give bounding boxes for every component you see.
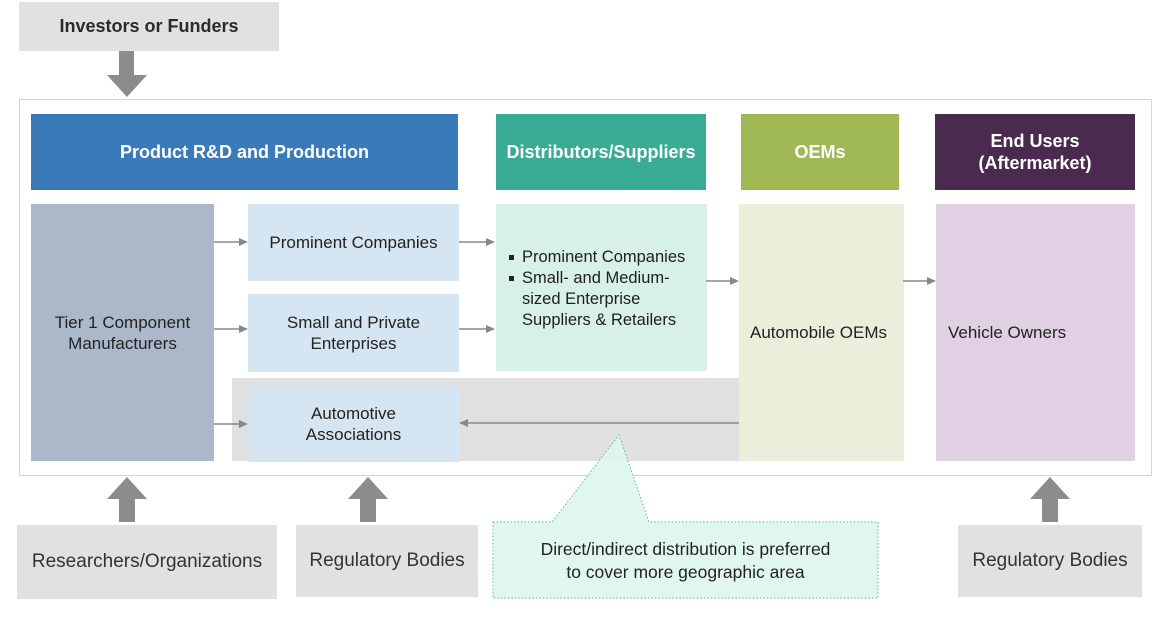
arrow-prominent-to-distributors-icon bbox=[459, 238, 495, 246]
arrow-distributors-to-oems-icon bbox=[706, 277, 739, 285]
associations-line1: Automotive bbox=[310, 403, 397, 423]
distributor-list-item: Small- and Medium-sized Enterprise Suppl… bbox=[508, 268, 699, 331]
associations-line2: Associations bbox=[305, 424, 402, 444]
callout-shape bbox=[492, 433, 879, 599]
header-end-users-line2: (Aftermarket) bbox=[978, 153, 1092, 173]
regulatory-right-label: Regulatory Bodies bbox=[972, 550, 1128, 571]
distributor-list: Prominent Companies Small- and Medium-si… bbox=[508, 247, 699, 331]
callout-line1: Direct/indirect distribution is preferre… bbox=[540, 539, 831, 559]
small-private-line1: Small and Private bbox=[286, 313, 421, 332]
arrow-up-regulatory-left-icon bbox=[348, 477, 388, 522]
header-rd-label: Product R&D and Production bbox=[120, 142, 369, 162]
distributor-list-item: Prominent Companies bbox=[508, 247, 699, 268]
investors-box: Investors or Funders bbox=[19, 2, 279, 51]
arrow-up-researchers-icon bbox=[107, 477, 147, 522]
automobile-oems: Automobile OEMs bbox=[739, 204, 904, 461]
tier1-line1: Tier 1 Component bbox=[54, 312, 191, 332]
arrow-tier1-to-prominent-icon bbox=[214, 238, 248, 246]
tier1-manufacturers: Tier 1 Component Manufacturers bbox=[31, 204, 214, 461]
vehicle-owners-label: Vehicle Owners bbox=[948, 323, 1067, 342]
prominent-companies: Prominent Companies bbox=[248, 204, 459, 281]
header-rd: Product R&D and Production bbox=[31, 114, 458, 190]
prominent-companies-label: Prominent Companies bbox=[269, 233, 438, 252]
header-end-users-line1: End Users bbox=[990, 131, 1080, 151]
vehicle-owners: Vehicle Owners bbox=[936, 204, 1135, 461]
regulatory-bodies-left-box: Regulatory Bodies bbox=[296, 525, 478, 597]
arrow-tier1-to-associations-icon bbox=[214, 420, 248, 428]
callout-line2: to cover more geographic area bbox=[566, 562, 805, 582]
researchers-box: Researchers/Organizations bbox=[17, 525, 277, 599]
distributors-cell: Prominent Companies Small- and Medium-si… bbox=[496, 204, 707, 371]
arrow-oems-to-associations-icon bbox=[459, 419, 739, 427]
arrow-up-regulatory-right-icon bbox=[1030, 477, 1070, 522]
arrow-oems-to-end-users-icon bbox=[903, 277, 936, 285]
header-distributors: Distributors/Suppliers bbox=[496, 114, 706, 190]
investors-label: Investors or Funders bbox=[59, 16, 239, 36]
header-distributors-label: Distributors/Suppliers bbox=[506, 142, 696, 162]
header-oems: OEMs bbox=[741, 114, 899, 190]
arrow-tier1-to-small-icon bbox=[214, 325, 248, 333]
regulatory-bodies-right-box: Regulatory Bodies bbox=[958, 525, 1142, 597]
arrow-small-to-distributors-icon bbox=[459, 325, 495, 333]
regulatory-left-label: Regulatory Bodies bbox=[309, 550, 465, 571]
header-oems-label: OEMs bbox=[794, 142, 846, 162]
automobile-oems-label: Automobile OEMs bbox=[750, 323, 887, 342]
small-private-enterprises: Small and Private Enterprises bbox=[248, 294, 459, 372]
small-private-line2: Enterprises bbox=[310, 334, 397, 353]
callout-text: Direct/indirect distribution is preferre… bbox=[493, 524, 878, 598]
arrow-down-investors-icon bbox=[107, 51, 147, 97]
researchers-label: Researchers/Organizations bbox=[31, 551, 263, 572]
header-end-users: End Users (Aftermarket) bbox=[935, 114, 1135, 190]
tier1-line2: Manufacturers bbox=[68, 333, 177, 353]
automotive-associations: Automotive Associations bbox=[248, 385, 459, 462]
